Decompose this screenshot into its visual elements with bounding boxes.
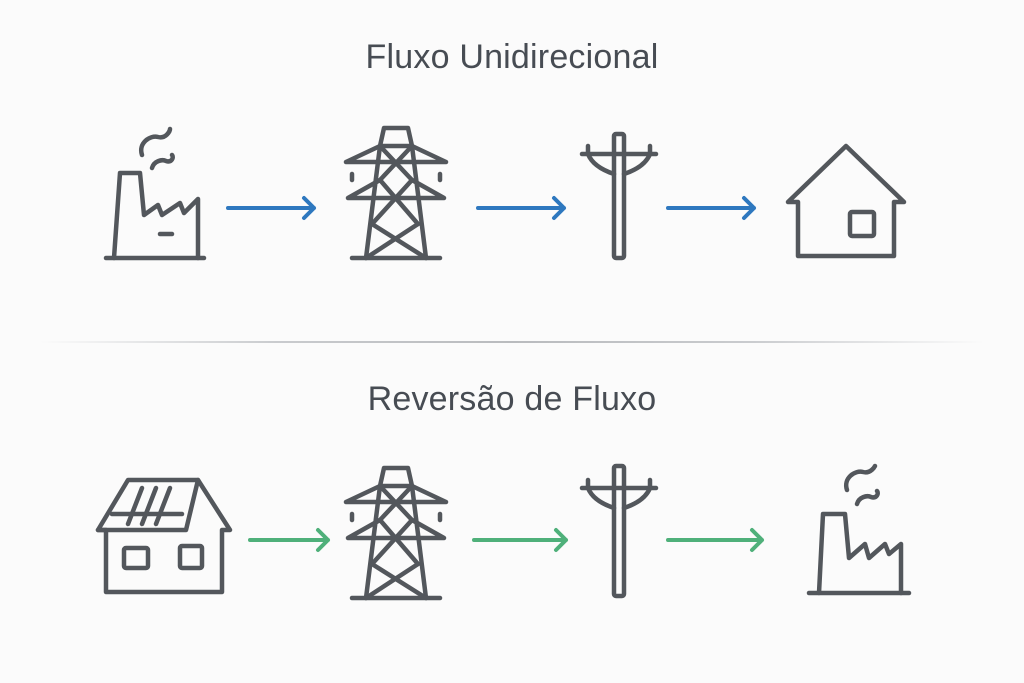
section-divider: [40, 341, 984, 343]
arrow-right-icon: [226, 196, 316, 220]
factory-icon: [806, 463, 912, 596]
arrow-right-icon: [666, 196, 756, 220]
arrow-right-icon: [476, 196, 566, 220]
arrow-right-icon: [472, 528, 568, 552]
house-icon: [785, 143, 907, 259]
utility-pole-icon: [579, 131, 659, 261]
transmission-tower-icon: [343, 125, 449, 261]
transmission-tower-icon: [343, 465, 449, 601]
arrow-right-icon: [666, 528, 764, 552]
arrow-right-icon: [248, 528, 330, 552]
factory-icon: [103, 126, 207, 261]
utility-pole-icon: [579, 463, 659, 599]
title-flow-reversal: Reversão de Fluxo: [367, 380, 657, 418]
title-unidirectional-flow: Fluxo Unidirecional: [365, 38, 659, 76]
solar-house-icon: [95, 477, 233, 595]
